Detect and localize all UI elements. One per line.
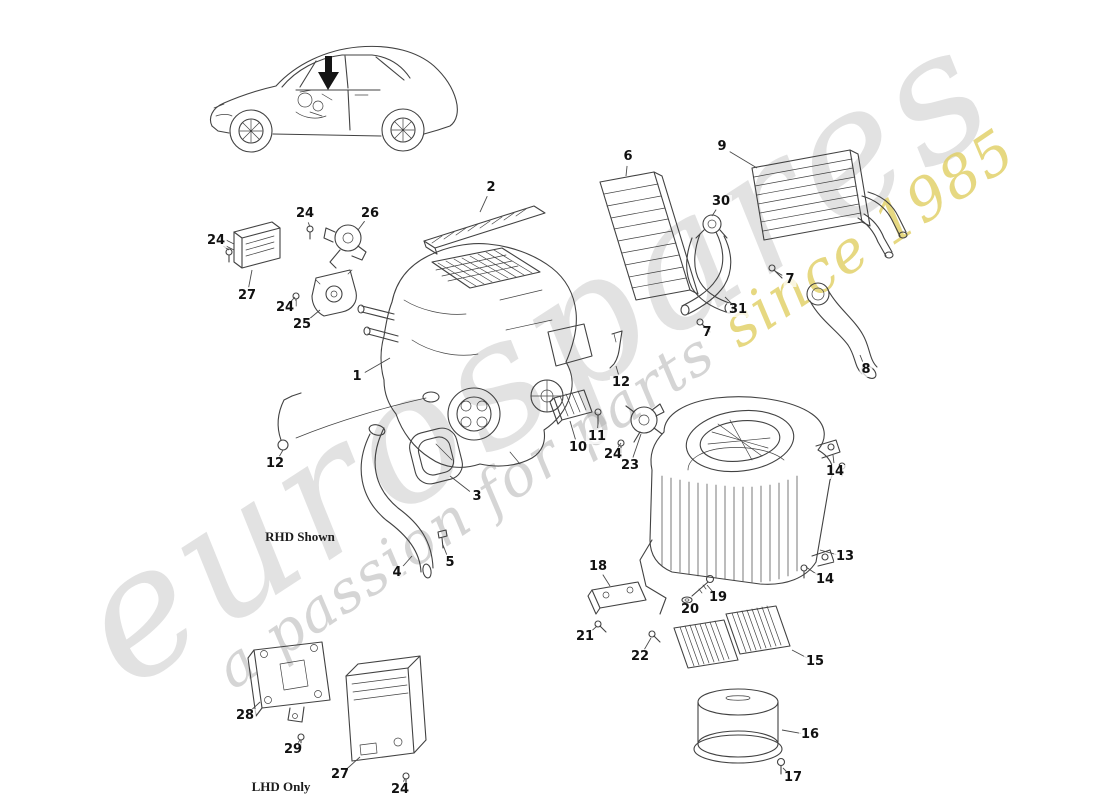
part-callout-13[interactable]: 13 [833,549,857,564]
part-callout-2[interactable]: 2 [484,180,498,195]
part-callout-24[interactable]: 24 [293,206,317,221]
part-1-heater-unit [357,243,593,468]
part-callout-15[interactable]: 15 [803,654,827,669]
part-callout-5[interactable]: 5 [443,555,457,570]
part-callout-1[interactable]: 1 [350,369,364,384]
part-callout-12[interactable]: 12 [263,456,287,471]
part-11-screw [594,408,602,425]
part-26-actuator [323,224,367,269]
part-3-grommet [409,427,463,485]
part-callout-16[interactable]: 16 [798,727,822,742]
part-callout-19[interactable]: 19 [706,590,730,605]
part-callout-14[interactable]: 14 [823,464,847,479]
part-19-bolt [691,574,715,597]
part-callout-7[interactable]: 7 [783,272,797,287]
part-21-screw [594,620,607,633]
part-callout-4[interactable]: 4 [390,565,404,580]
part-callout-18[interactable]: 18 [586,559,610,574]
part-callout-26[interactable]: 26 [358,206,382,221]
part-callout-14[interactable]: 14 [813,572,837,587]
part-callout-11[interactable]: 11 [585,429,609,444]
part-callout-22[interactable]: 22 [628,649,652,664]
part-12-link-rod-left [277,391,440,451]
part-callout-8[interactable]: 8 [859,362,873,377]
part-25-actuator [311,269,357,317]
label-lhd-only: LHD Only [251,779,311,794]
part-4-drain-hose [360,424,434,579]
part-callout-27[interactable]: 27 [328,767,352,782]
part-callout-25[interactable]: 25 [290,317,314,332]
label-rhd-shown: RHD Shown [265,529,335,544]
part-callout-24[interactable]: 24 [388,782,412,797]
part-10-resistor [549,389,593,425]
part-callout-3[interactable]: 3 [470,489,484,504]
part-callout-23[interactable]: 23 [618,458,642,473]
part-12-link-rod-right [609,330,623,369]
part-callout-31[interactable]: 31 [726,302,750,317]
part-28-bracket [247,641,331,723]
part-callout-30[interactable]: 30 [709,194,733,209]
part-31-pipes [680,231,734,316]
part-18-bracket [587,581,647,615]
part-2-seal [423,205,546,255]
part-callout-20[interactable]: 20 [678,602,702,617]
part-callout-10[interactable]: 10 [566,440,590,455]
part-27-module-lhd [345,655,427,762]
part-6-evaporator [599,171,699,301]
part-callout-21[interactable]: 21 [573,629,597,644]
part-15-filter [673,605,791,669]
part-callout-24[interactable]: 24 [601,447,625,462]
part-callout-28[interactable]: 28 [233,708,257,723]
part-callout-24[interactable]: 24 [273,300,297,315]
part-callout-17[interactable]: 17 [781,770,805,785]
part-9-heater-matrix [751,149,908,259]
car-illustration [209,45,458,153]
part-callout-29[interactable]: 29 [281,742,305,757]
location-arrow-icon [318,56,339,90]
part-callout-9[interactable]: 9 [715,139,729,154]
part-16-blower-motor [693,688,783,764]
part-callout-7[interactable]: 7 [700,325,714,340]
part-callout-12[interactable]: 12 [609,375,633,390]
part-callout-27[interactable]: 27 [235,288,259,303]
part-22-screw [648,630,661,643]
part-17-screw [776,757,786,775]
part-callout-6[interactable]: 6 [621,149,635,164]
part-callout-24[interactable]: 24 [204,233,228,248]
